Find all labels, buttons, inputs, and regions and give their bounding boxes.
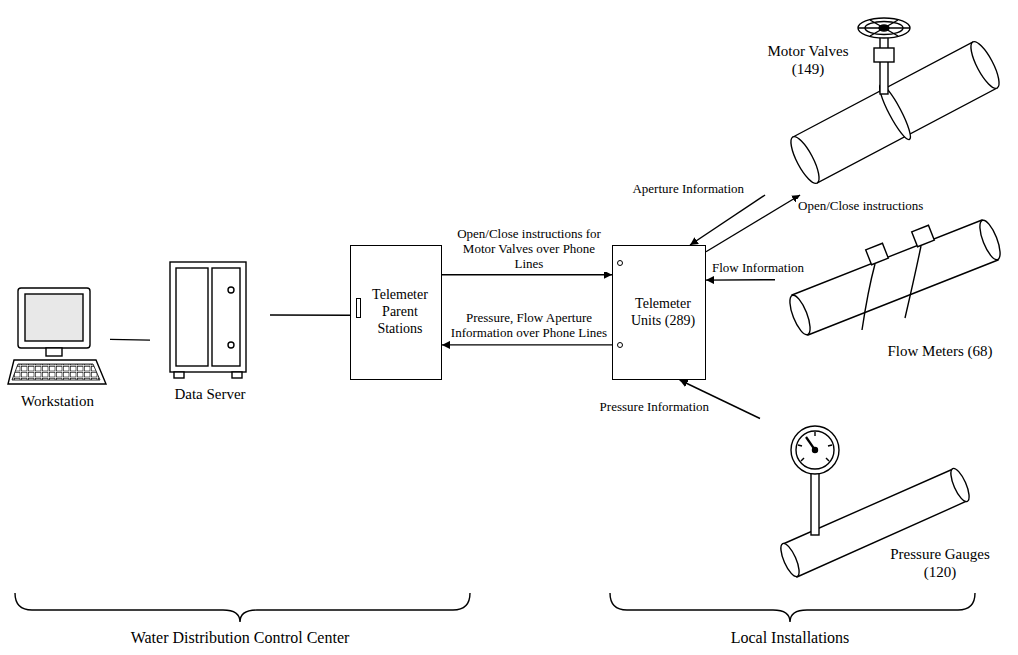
telemeter-unit-box: Telemeter Units (289) [612,245,706,380]
link-line [110,339,150,341]
group-label: Local Installations [680,628,900,647]
box-detail [617,342,623,348]
signal-arrow [442,274,612,275]
node-label: Flow Meters (68) [870,342,1010,360]
server-node: Data Server [150,258,270,410]
link-line [270,314,350,316]
signal-arrow [690,195,765,245]
box-detail [617,260,623,266]
node-label: Telemeter Parent Stations [365,287,435,337]
edge-label: Pressure Information [572,400,711,415]
edge-label: Aperture Information [612,182,746,197]
motor-valve-node: Motor Valves (149) [758,2,1010,195]
node-label: Workstation [5,392,110,410]
node-label: Data Server [150,385,270,403]
edge-label: Pressure, Flow Aperture Information over… [447,311,611,341]
signal-arrow [706,195,800,252]
node-label: Pressure Gauges (120) [875,545,1005,581]
flow-meter-node: Flow Meters (68) [775,222,1013,397]
workstation-icon [8,288,106,384]
flow-meter-picture [786,218,1004,337]
edge-label: Flow Information [710,261,834,276]
group-bracket [610,593,975,622]
group-label: Water Distribution Control Center [80,628,400,647]
node-label: Motor Valves (149) [758,42,858,78]
pressure-gauge-node: Pressure Gauges (120) [760,415,1010,590]
signal-arrow [442,344,612,345]
edge-label: Open/Close instructions [796,199,960,214]
parent-station-box: Telemeter Parent Stations [350,245,442,380]
node-label: Telemeter Units (289) [627,296,699,330]
group-bracket [15,593,470,622]
workstation-node: Workstation [5,280,110,415]
server-cabinet [170,262,246,378]
signal-arrow [706,279,775,281]
edge-label: Open/Close instructions for Motor Valves… [447,227,611,272]
box-detail [356,298,361,318]
